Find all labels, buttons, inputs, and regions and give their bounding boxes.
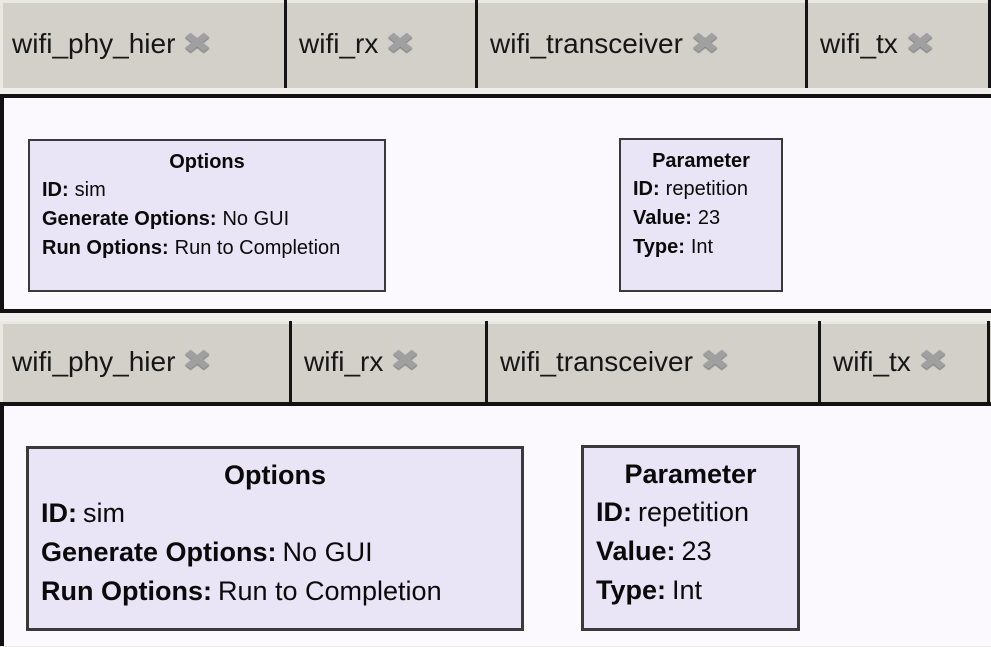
divider xyxy=(0,88,991,94)
block-title: Options xyxy=(224,460,326,490)
block-title: Options xyxy=(169,151,245,173)
block-param-id: ID:repetition xyxy=(596,497,750,528)
block-title: Parameter xyxy=(624,459,757,489)
tab-wifi_tx[interactable]: wifi_tx ✖ xyxy=(808,0,988,88)
block-param-generate-options: Generate Options:No GUI xyxy=(42,208,290,231)
block-param-id: ID:sim xyxy=(42,179,106,202)
tab-bar: wifi_phy_hier ✖ wifi_rx ✖ wifi_transceiv… xyxy=(0,321,991,402)
close-icon[interactable]: ✖ xyxy=(699,345,731,377)
close-icon[interactable]: ✖ xyxy=(904,27,936,60)
block-param-id: ID:sim xyxy=(41,498,125,529)
tab-wifi_rx[interactable]: wifi_rx ✖ xyxy=(287,0,475,88)
options-block[interactable]: Options ID:sim Generate Options:No GUI R… xyxy=(28,139,386,292)
tab-divider xyxy=(805,0,808,88)
block-param-run-options: Run Options:Run to Completion xyxy=(42,236,341,259)
tab-divider xyxy=(475,0,478,88)
tab-label: wifi_tx xyxy=(820,28,898,59)
close-icon[interactable]: ✖ xyxy=(182,27,213,60)
tab-label: wifi_phy_hier xyxy=(12,345,176,377)
tab-bar: wifi_phy_hier ✖ wifi_rx ✖ wifi_transceiv… xyxy=(0,0,991,88)
flowgraph-view-bottom: wifi_phy_hier ✖ wifi_rx ✖ wifi_transceiv… xyxy=(0,321,991,646)
tab-wifi_transceiver[interactable]: wifi_transceiver ✖ xyxy=(488,321,818,402)
parameter-block[interactable]: Parameter ID:repetition Value:23 Type:In… xyxy=(619,138,783,292)
block-param-value: Value:23 xyxy=(633,207,721,230)
tab-wifi_transceiver[interactable]: wifi_transceiver ✖ xyxy=(478,0,805,88)
options-block[interactable]: Options ID:sim Generate Options:No GUI R… xyxy=(26,446,524,631)
tab-label: wifi_rx xyxy=(299,28,379,59)
tab-wifi_tx[interactable]: wifi_tx ✖ xyxy=(821,321,987,402)
block-param-type: Type:Int xyxy=(596,575,703,606)
block-param-value: Value:23 xyxy=(596,536,712,567)
tab-label: wifi_phy_hier xyxy=(12,28,176,59)
block-param-id: ID:repetition xyxy=(633,178,748,201)
tab-divider xyxy=(485,321,488,402)
tab-label: wifi_rx xyxy=(304,345,384,377)
tab-divider xyxy=(289,321,292,402)
close-icon[interactable]: ✖ xyxy=(917,345,949,377)
block-param-run-options: Run Options:Run to Completion xyxy=(41,576,442,607)
flowgraph-view-top: wifi_phy_hier ✖ wifi_rx ✖ wifi_transceiv… xyxy=(0,0,991,313)
tab-divider xyxy=(284,0,287,88)
close-icon[interactable]: ✖ xyxy=(182,345,213,377)
close-icon[interactable]: ✖ xyxy=(390,345,421,377)
tab-wifi_phy_hier[interactable]: wifi_phy_hier ✖ xyxy=(0,0,284,88)
tab-wifi_phy_hier[interactable]: wifi_phy_hier ✖ xyxy=(0,321,289,402)
divider xyxy=(0,313,991,321)
tab-divider xyxy=(987,321,990,402)
block-title: Parameter xyxy=(652,150,750,172)
tab-wifi_rx[interactable]: wifi_rx ✖ xyxy=(292,321,485,402)
block-param-generate-options: Generate Options:No GUI xyxy=(41,537,373,568)
tab-label: wifi_transceiver xyxy=(500,345,693,377)
tab-divider xyxy=(988,0,991,88)
block-param-type: Type:Int xyxy=(633,235,714,258)
flowgraph-canvas[interactable]: Options ID:sim Generate Options:No GUI R… xyxy=(0,94,991,313)
tab-label: wifi_transceiver xyxy=(490,28,683,59)
close-icon[interactable]: ✖ xyxy=(689,27,721,60)
close-icon[interactable]: ✖ xyxy=(385,27,416,60)
tab-label: wifi_tx xyxy=(833,345,911,377)
parameter-block[interactable]: Parameter ID:repetition Value:23 Type:In… xyxy=(581,445,800,631)
flowgraph-canvas[interactable]: Options ID:sim Generate Options:No GUI R… xyxy=(0,402,991,646)
tab-divider xyxy=(818,321,821,402)
